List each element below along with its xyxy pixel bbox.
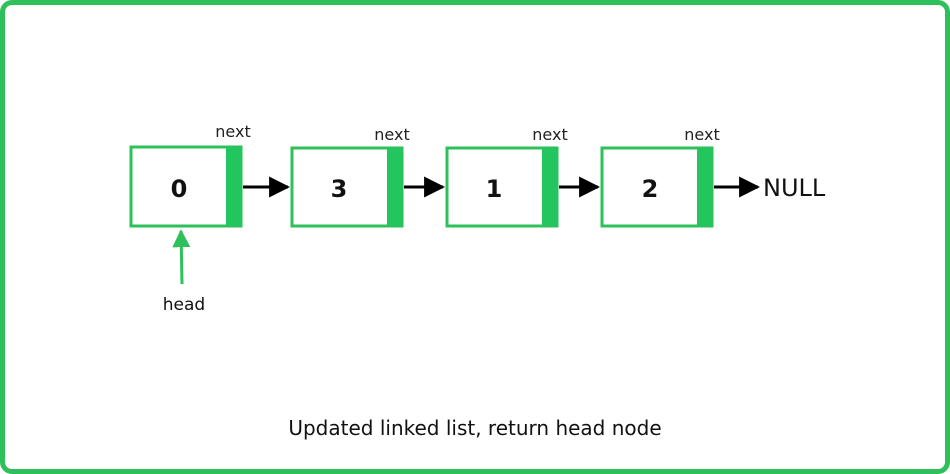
node-value: 2 (642, 175, 659, 203)
next-label: next (684, 125, 719, 144)
next-pointer-block (542, 148, 557, 226)
head-arrow (172, 229, 191, 285)
head-label: head (163, 295, 205, 315)
node-box (600, 146, 714, 228)
next-label: next (215, 122, 250, 141)
next-pointer-block (387, 148, 402, 226)
node-1: 3 next (290, 125, 410, 228)
next-pointer-block (226, 147, 241, 226)
node-2: 1 next (445, 125, 568, 228)
node-box (129, 145, 243, 228)
node-value: 3 (331, 175, 348, 203)
node-value: 0 (171, 175, 188, 203)
null-label: NULL (763, 174, 826, 202)
node-value: 1 (486, 175, 503, 203)
next-label: next (532, 125, 567, 144)
caption: Updated linked list, return head node (288, 416, 661, 440)
next-label: next (374, 125, 409, 144)
node-0: 0 next (129, 122, 251, 228)
node-3: 2 next (600, 125, 720, 228)
node-box (290, 146, 404, 228)
next-pointer-block (697, 148, 712, 226)
